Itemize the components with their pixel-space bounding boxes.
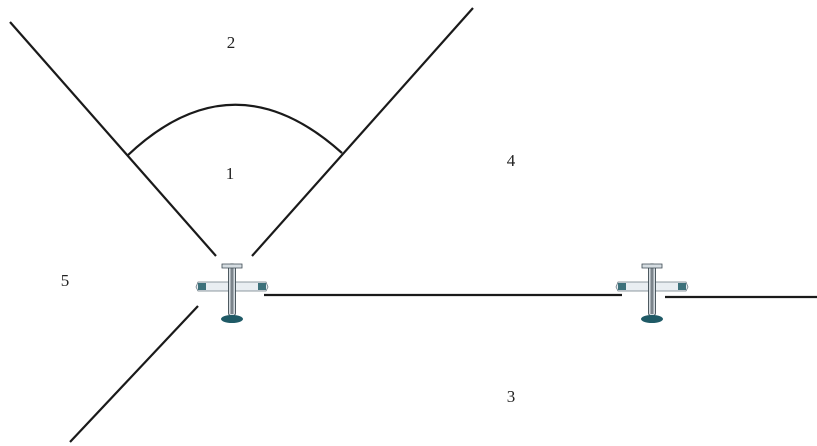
region-label-5: 5 (61, 271, 70, 290)
region-label-3: 3 (507, 387, 516, 406)
region-label-1: 1 (226, 164, 235, 183)
trailing-aircraft-airplane-icon (616, 264, 688, 323)
region-label-4: 4 (507, 151, 516, 170)
cone-right-boundary-line (252, 8, 473, 256)
lower-left-boundary-line (70, 306, 198, 442)
lead-aircraft-airplane-icon (196, 264, 268, 323)
cone-left-boundary-line (10, 22, 216, 256)
region-label-2: 2 (227, 33, 236, 52)
cone-arc (127, 105, 342, 156)
